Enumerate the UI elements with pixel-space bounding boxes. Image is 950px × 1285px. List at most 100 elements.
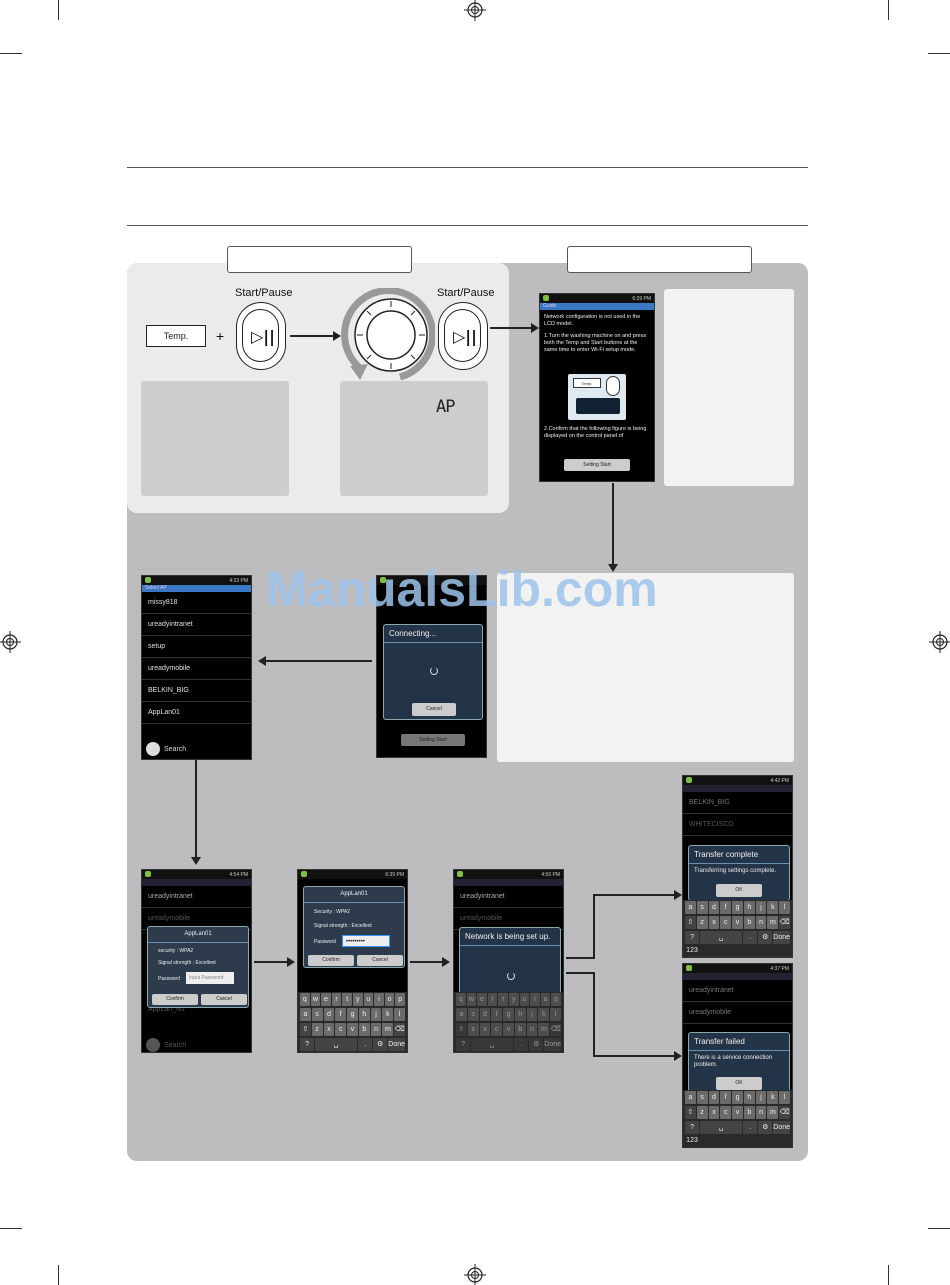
keyboard-key[interactable]: o (384, 993, 395, 1006)
confirm-button[interactable]: Confirm (308, 955, 354, 966)
keyboard-key[interactable]: l (779, 901, 791, 914)
keyboard-key[interactable]: a (685, 1091, 696, 1104)
keyboard-key[interactable]: c (720, 916, 732, 929)
keyboard-key[interactable]: v (732, 916, 743, 929)
keyboard-key[interactable]: j (755, 1091, 767, 1104)
keyboard-key[interactable]: g (347, 1008, 358, 1021)
keyboard-key[interactable]: Done (773, 931, 791, 944)
keyboard-key[interactable]: n (526, 1023, 538, 1036)
keyboard-key[interactable]: k (538, 1008, 550, 1021)
keyboard-key[interactable]: Done (773, 1121, 791, 1134)
keyboard-key[interactable]: a (456, 1008, 467, 1021)
ap-list-item[interactable]: AppLan01 (142, 702, 251, 724)
keyboard-key[interactable]: e (477, 993, 487, 1006)
keyboard-key[interactable]: h (358, 1008, 370, 1021)
temp-button[interactable]: Temp. (146, 325, 206, 347)
cancel-button[interactable]: Cancel (201, 994, 247, 1005)
keyboard-key[interactable]: c (720, 1106, 732, 1119)
keyboard-key[interactable]: ␣ (315, 1038, 358, 1051)
keyboard-key[interactable]: ⚙ (758, 1121, 773, 1134)
start-pause-button[interactable]: ▷|| (236, 302, 286, 370)
keyboard-key[interactable]: Done (388, 1038, 406, 1051)
keyboard-key[interactable]: j (370, 1008, 382, 1021)
keyboard-key[interactable]: z (696, 1106, 708, 1119)
keyboard-key[interactable]: ⇧ (456, 1023, 467, 1036)
keyboard-key[interactable]: ?123 (685, 1121, 700, 1144)
keyboard-key[interactable]: g (732, 901, 743, 914)
keyboard-key[interactable]: g (503, 1008, 514, 1021)
keyboard-key[interactable]: n (755, 916, 767, 929)
keyboard-key[interactable]: f (491, 1008, 503, 1021)
keyboard-key[interactable]: b (743, 1106, 755, 1119)
dial-knob-icon[interactable] (340, 288, 435, 383)
keyboard-key[interactable]: q (300, 993, 310, 1006)
keyboard-key[interactable]: ⇧ (685, 1106, 696, 1119)
keyboard-key[interactable]: j (755, 901, 767, 914)
keyboard-key[interactable]: d (323, 1008, 335, 1021)
password-input[interactable]: ••••••••• (342, 935, 390, 947)
keyboard-key[interactable]: x (708, 916, 720, 929)
keyboard-key[interactable]: w (310, 993, 321, 1006)
keyboard-key[interactable]: x (708, 1106, 720, 1119)
keyboard-key[interactable]: w (466, 993, 477, 1006)
keyboard-key[interactable]: ⚙ (758, 931, 773, 944)
keyboard-key[interactable]: ⇧ (300, 1023, 311, 1036)
ap-list-item[interactable]: BELKIN_BIG (142, 680, 251, 702)
keyboard-key[interactable]: n (370, 1023, 382, 1036)
keyboard-key[interactable]: a (300, 1008, 311, 1021)
keyboard-key[interactable]: b (514, 1023, 526, 1036)
keyboard-key[interactable]: v (347, 1023, 358, 1036)
keyboard-key[interactable]: d (479, 1008, 491, 1021)
keyboard-key[interactable]: u (363, 993, 374, 1006)
keyboard-key[interactable]: y (352, 993, 363, 1006)
keyboard-key[interactable]: m (382, 1023, 394, 1036)
keyboard-key[interactable]: h (514, 1008, 526, 1021)
start-pause-button[interactable]: ▷|| (438, 302, 488, 370)
keyboard-key[interactable]: o (540, 993, 551, 1006)
keyboard-key[interactable]: c (335, 1023, 347, 1036)
keyboard-key[interactable]: l (394, 1008, 406, 1021)
keyboard-key[interactable]: a (685, 901, 696, 914)
keyboard-key[interactable]: . (743, 1121, 758, 1134)
ap-list-item[interactable]: missy818 (142, 592, 251, 614)
keyboard-key[interactable]: k (382, 1008, 394, 1021)
keyboard-key[interactable]: m (538, 1023, 550, 1036)
keyboard-key[interactable]: p (395, 993, 405, 1006)
keyboard-key[interactable]: ⌫ (550, 1023, 562, 1036)
keyboard-key[interactable]: k (767, 1091, 779, 1104)
setting-start-button[interactable]: Setting Start (564, 459, 630, 471)
keyboard-key[interactable]: . (743, 931, 758, 944)
keyboard-key[interactable]: ⌫ (779, 916, 791, 929)
keyboard-key[interactable]: r (331, 993, 342, 1006)
keyboard-key[interactable]: . (358, 1038, 373, 1051)
keyboard-key[interactable]: z (696, 916, 708, 929)
keyboard-key[interactable]: n (755, 1106, 767, 1119)
keyboard-key[interactable]: ␣ (471, 1038, 514, 1051)
keyboard-key[interactable]: m (767, 1106, 779, 1119)
password-input[interactable]: Input Password (186, 972, 234, 984)
keyboard-key[interactable]: ⇧ (685, 916, 696, 929)
keyboard-key[interactable]: f (335, 1008, 347, 1021)
keyboard-key[interactable]: r (487, 993, 498, 1006)
keyboard-key[interactable]: i (374, 993, 384, 1006)
keyboard-key[interactable]: s (696, 1091, 708, 1104)
keyboard-key[interactable]: t (498, 993, 508, 1006)
keyboard-key[interactable]: d (708, 1091, 720, 1104)
keyboard-key[interactable]: g (732, 1091, 743, 1104)
keyboard-key[interactable]: x (323, 1023, 335, 1036)
keyboard-key[interactable]: d (708, 901, 720, 914)
keyboard-key[interactable]: s (311, 1008, 323, 1021)
keyboard-key[interactable]: k (767, 901, 779, 914)
keyboard-key[interactable]: m (767, 916, 779, 929)
keyboard-key[interactable]: z (467, 1023, 479, 1036)
ap-list-item[interactable]: ureadyintranet (142, 614, 251, 636)
keyboard-key[interactable]: ?123 (456, 1038, 471, 1051)
keyboard-key[interactable]: l (550, 1008, 562, 1021)
keyboard-key[interactable]: b (358, 1023, 370, 1036)
keyboard-key[interactable]: l (779, 1091, 791, 1104)
keyboard-key[interactable]: v (732, 1106, 743, 1119)
keyboard-key[interactable]: v (503, 1023, 514, 1036)
keyboard-key[interactable]: ⌫ (394, 1023, 406, 1036)
keyboard-key[interactable]: s (467, 1008, 479, 1021)
keyboard-key[interactable]: ⚙ (529, 1038, 544, 1051)
